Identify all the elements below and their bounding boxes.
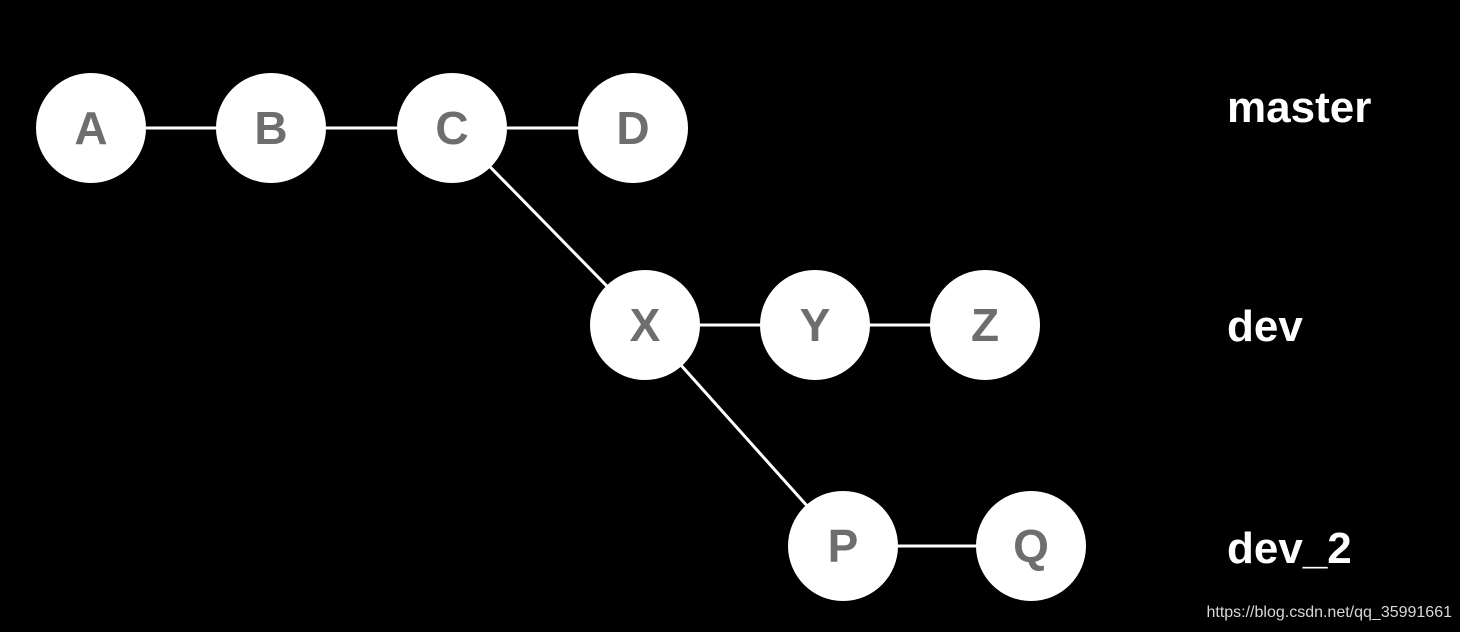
nodes-layer: A B C D X Y Z P Q xyxy=(36,73,1086,601)
commit-label: P xyxy=(828,520,859,572)
commit-circle xyxy=(216,73,326,183)
commit-node-c: C xyxy=(397,73,507,183)
commit-label: B xyxy=(254,102,287,154)
branch-label-master: master xyxy=(1227,83,1371,132)
commit-circle xyxy=(976,491,1086,601)
commit-node-a: A xyxy=(36,73,146,183)
branch-label-dev-2: dev_2 xyxy=(1227,524,1352,573)
edges-layer xyxy=(91,126,1031,548)
watermark-url: https://blog.csdn.net/qq_35991661 xyxy=(1206,604,1452,621)
commit-circle xyxy=(590,270,700,380)
commit-node-y: Y xyxy=(760,270,870,380)
commit-label: X xyxy=(630,299,661,351)
commit-node-p: P xyxy=(788,491,898,601)
commit-circle xyxy=(397,73,507,183)
commit-node-x: X xyxy=(590,270,700,380)
commit-node-b: B xyxy=(216,73,326,183)
commit-node-z: Z xyxy=(930,270,1040,380)
branch-labels-layer: master dev dev_2 xyxy=(1227,83,1371,573)
commit-circle xyxy=(930,270,1040,380)
commit-circle xyxy=(760,270,870,380)
commit-label: A xyxy=(74,102,107,154)
commit-node-q: Q xyxy=(976,491,1086,601)
commit-circle xyxy=(36,73,146,183)
commit-node-d: D xyxy=(578,73,688,183)
commit-circle xyxy=(788,491,898,601)
branch-label-dev: dev xyxy=(1227,302,1303,351)
commit-label: Y xyxy=(800,299,831,351)
commit-label: Q xyxy=(1013,520,1049,572)
commit-label: D xyxy=(616,102,649,154)
commit-label: Z xyxy=(971,299,999,351)
commit-circle xyxy=(578,73,688,183)
commit-label: C xyxy=(435,102,468,154)
